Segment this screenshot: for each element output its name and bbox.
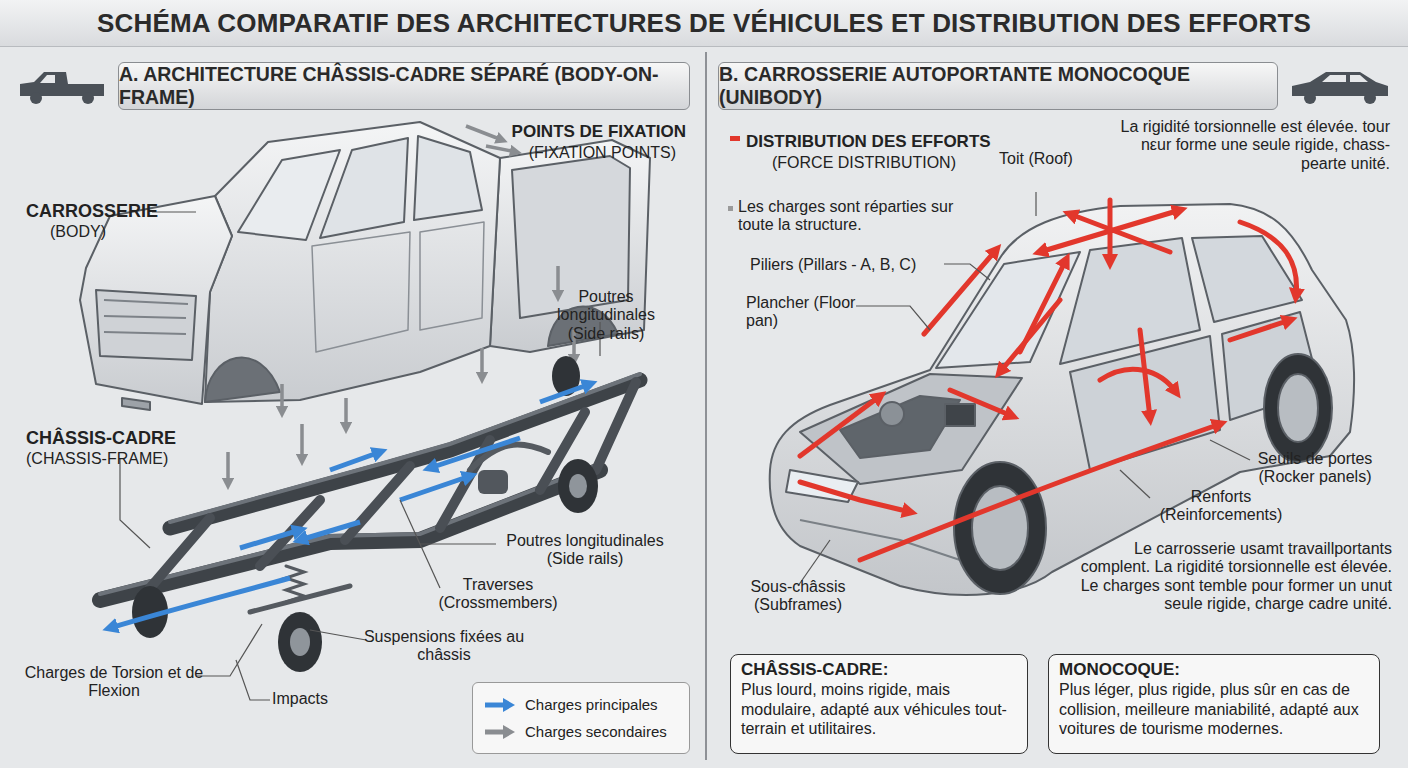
part-label: Seuils de portes (Rocker panels) — [1236, 450, 1394, 487]
part-label: Sous-châssis (Subframes) — [730, 578, 866, 615]
part-label: Les charges sont réparties sur toute la … — [738, 198, 958, 235]
part-label: Piliers (Pillars - A, B, C) — [750, 256, 950, 274]
box-heading: CHÂSSIS-CADRE: — [741, 660, 1017, 680]
part-label: DISTRIBUTION DES EFFORTS — [746, 132, 1006, 152]
sedan-icon — [1292, 72, 1388, 104]
part-label: (CHASSIS-FRAME) — [26, 450, 226, 468]
leader-lines-b — [798, 192, 1250, 586]
box-text: Plus léger, plus rigide, plus sûr en cas… — [1059, 680, 1369, 738]
part-label: Renforts (Reinforcements) — [1146, 488, 1296, 525]
legend-row: Charges principales — [483, 691, 679, 718]
legend-swatch — [483, 724, 517, 740]
part-label: (FIXATION POINTS) — [470, 144, 676, 162]
box-heading: MONOCOQUE: — [1059, 660, 1369, 680]
divider — [705, 52, 707, 760]
part-label: Plancher (Floor pan) — [746, 294, 858, 331]
legend-swatch — [483, 697, 517, 713]
summary-box: MONOCOQUE:Plus léger, plus rigide, plus … — [1048, 654, 1380, 754]
force-arrows — [800, 200, 1297, 560]
part-label: (FORCE DISTRIBUTION) — [772, 154, 972, 172]
main-load-arrows — [110, 384, 590, 628]
part-label: CARROSSERIE — [26, 201, 226, 222]
legend-text: Charges principales — [525, 696, 658, 713]
part-label: (BODY) — [50, 223, 150, 241]
part-label: Poutres longitudinales (Side rails) — [490, 532, 680, 569]
part-label: Charges de Torsion et de Flexion — [22, 664, 206, 701]
section-header: B. CARROSSERIE AUTOPORTANTE MONOCOQUE (U… — [718, 62, 1278, 110]
part-label: Le carrosserie usamt travaillportants co… — [1062, 540, 1392, 614]
part-label: Impacts — [272, 690, 362, 708]
legend-box: Charges principalesCharges secondaires — [472, 682, 690, 754]
bullet — [728, 206, 733, 211]
leader-lines — [120, 212, 600, 700]
legend-row: Charges secondaires — [483, 718, 679, 745]
box-text: A. ARCHITECTURE CHÂSSIS-CADRE SÉPARÉ (BO… — [119, 63, 689, 109]
pickup-icon — [20, 72, 104, 104]
part-label: POINTS DE FIXATION — [470, 122, 686, 142]
truck-body — [80, 122, 650, 410]
summary-box: CHÂSSIS-CADRE:Plus lourd, moins rigide, … — [730, 654, 1028, 754]
part-label: Suspensions fixées au châssis — [362, 628, 526, 665]
box-text: Plus lourd, moins rigide, mais modulaire… — [741, 680, 1017, 738]
section-header: A. ARCHITECTURE CHÂSSIS-CADRE SÉPARÉ (BO… — [118, 62, 690, 110]
chassis-frame — [100, 356, 640, 672]
part-label: La rigidité torsionnelle est élevée. tou… — [1098, 118, 1390, 173]
red-mark — [730, 136, 740, 141]
part-label: Toit (Roof) — [998, 150, 1074, 168]
box-text: B. CARROSSERIE AUTOPORTANTE MONOCOQUE (U… — [719, 63, 1277, 109]
part-label: Poutres longitudinales (Side rails) — [544, 288, 668, 343]
part-label: CHÂSSIS-CADRE — [26, 428, 246, 449]
title: SCHÉMA COMPARATIF DES ARCHITECTURES DE V… — [0, 0, 1408, 47]
part-label: Traverses (Crossmembers) — [428, 576, 568, 613]
legend-text: Charges secondaires — [525, 723, 667, 740]
